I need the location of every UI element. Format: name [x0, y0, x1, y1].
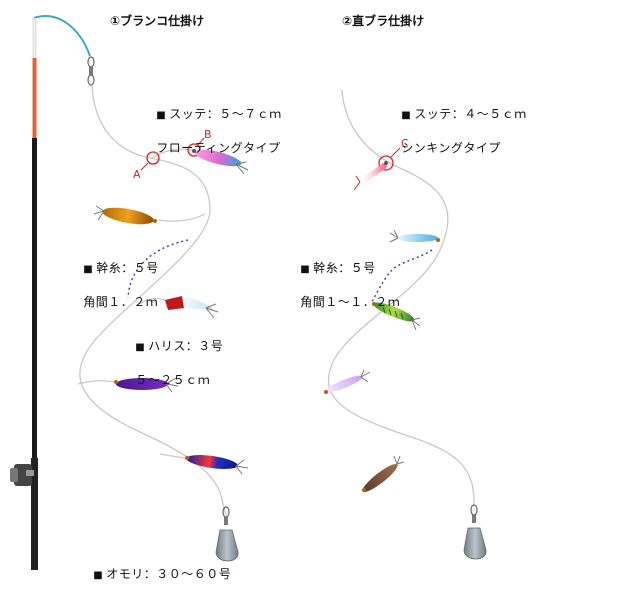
- branch-line-1: [151, 148, 196, 159]
- reel-icon: [10, 464, 34, 486]
- marker-c: C: [401, 137, 409, 150]
- sinker-icon: [215, 506, 239, 562]
- bullet-icon: ■: [135, 342, 146, 353]
- marker-a-circle: [146, 151, 160, 165]
- rod-tip-line: [33, 15, 91, 57]
- squid-jig-brown-icon: [362, 455, 405, 493]
- left-rig-title: ①ブランコ仕掛け: [110, 14, 205, 28]
- bullet-icon: ■: [401, 110, 412, 121]
- marker-c-pointer: [390, 147, 401, 158]
- rod-tip: [32, 17, 37, 59]
- left-sutte-label: ■スッテ：５～７ｃｍ フローティングタイプ: [156, 107, 282, 155]
- squid-jig-green-icon: [372, 302, 421, 331]
- right-rig: C: [324, 89, 487, 560]
- squid-jig-pink-sinking-icon: [353, 161, 388, 191]
- left-mikiito-span: [127, 239, 189, 299]
- branch-line-5: [159, 453, 187, 459]
- left-mikiito-label: ■幹糸：５号 角間１．２ｍ: [83, 261, 159, 309]
- sinker-icon-right: [463, 504, 487, 560]
- bullet-icon: ■: [93, 570, 104, 581]
- squid-jig-blue-icon: [185, 455, 249, 475]
- squid-jig-purple-icon: [114, 377, 179, 393]
- rod-accent: [32, 58, 37, 138]
- fishing-rod: [10, 15, 91, 570]
- bullet-icon: ■: [300, 264, 311, 275]
- rod-grip: [31, 458, 38, 570]
- branch-line-3: [139, 297, 166, 305]
- branch-line-2: [157, 213, 206, 222]
- squid-jig-red-icon: [165, 296, 219, 319]
- squid-jig-lightblue-icon: [389, 229, 440, 243]
- bullet-icon: ■: [156, 110, 167, 121]
- rod-blank: [32, 138, 37, 458]
- squid-jig-pink-icon: [192, 149, 249, 175]
- marker-b: B: [204, 128, 212, 141]
- bullet-icon: ■: [83, 264, 94, 275]
- right-mikiito-span: [371, 249, 433, 303]
- left-harisu-label: ■ハリス：３号 ５～２５ｃｍ: [135, 339, 224, 387]
- right-sutte-label: ■スッテ：４～５ｃｍ シンキングタイプ: [401, 107, 527, 155]
- branch-line-4: [77, 380, 116, 385]
- right-rig-title: ②直ブラ仕掛け: [342, 14, 425, 28]
- squid-jig-lilac-icon: [324, 369, 371, 394]
- marker-a-pointer: [140, 162, 149, 171]
- right-mikiito-label: ■幹糸：５号 角間１～１．２ｍ: [300, 261, 401, 309]
- left-omori-label: ■オモリ：３０～６０号: [93, 567, 232, 581]
- squid-jig-orange-icon: [93, 205, 157, 225]
- marker-c-circle: [378, 155, 394, 171]
- top-swivel-icon: [87, 56, 95, 86]
- marker-b-pointer: [197, 137, 205, 146]
- marker-a: A: [133, 168, 141, 181]
- left-rig: A B: [77, 56, 249, 562]
